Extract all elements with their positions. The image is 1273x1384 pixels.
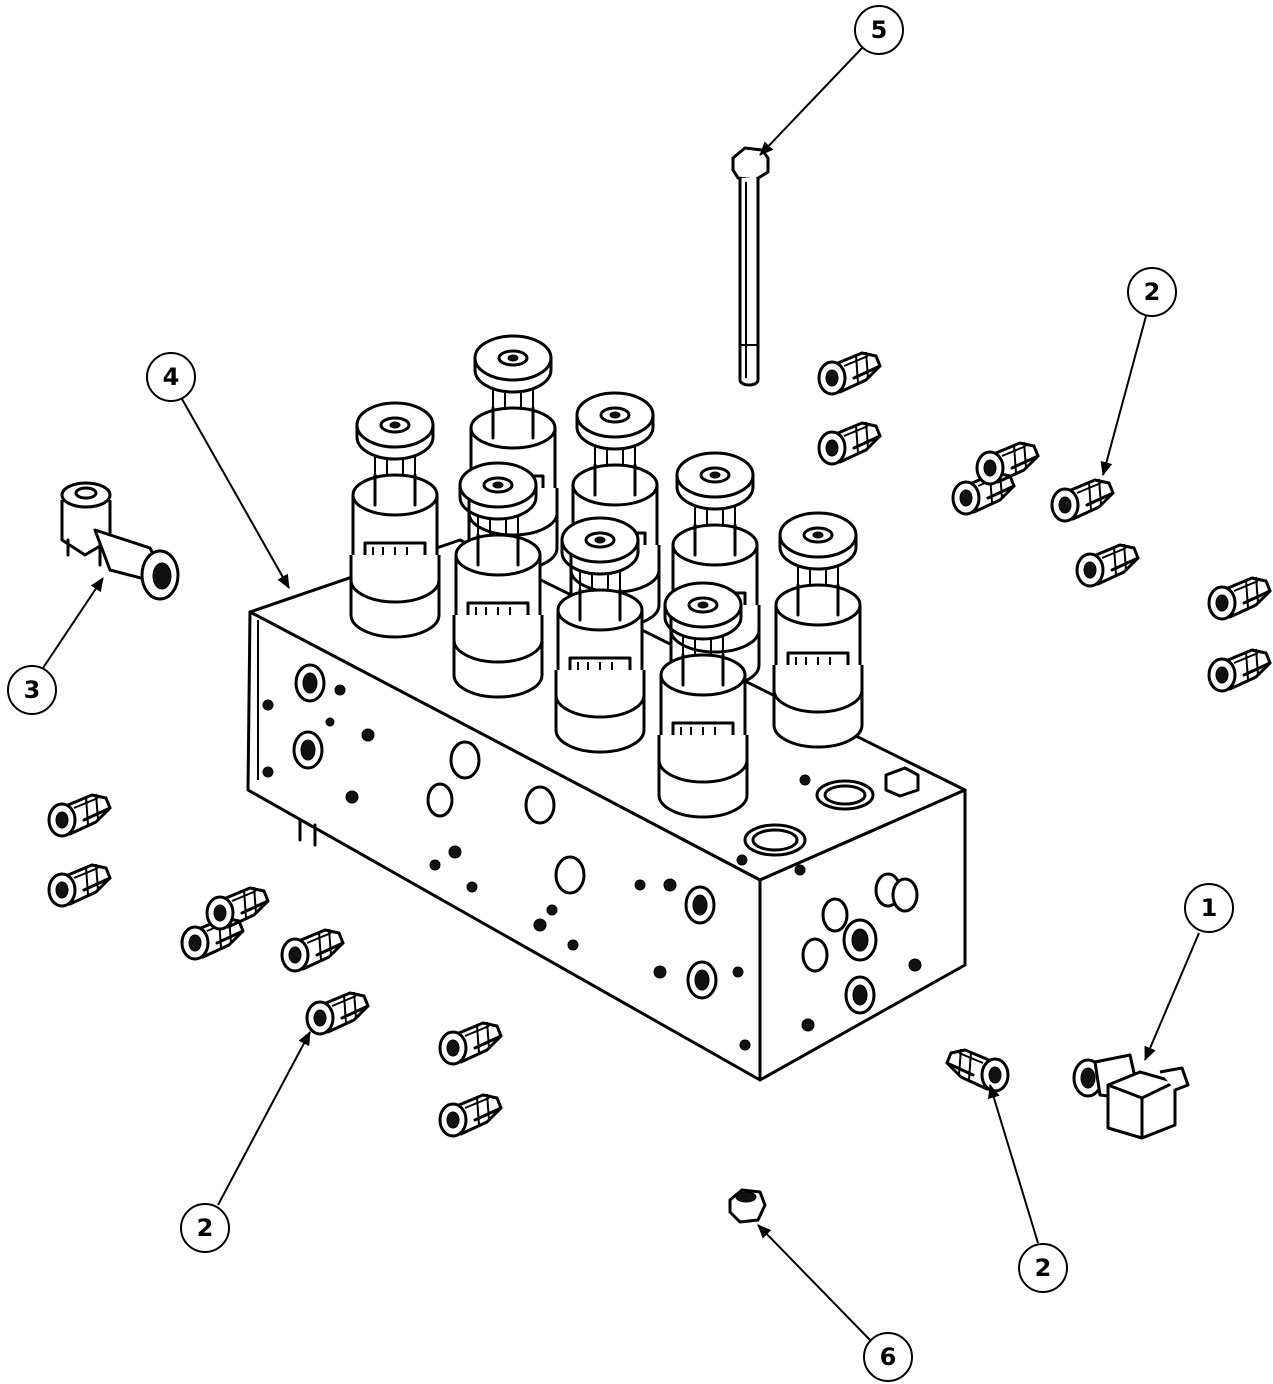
balloon-5: 5 [854,5,904,55]
valve-far-right [772,511,864,749]
balloon-2-label: 2 [1035,1254,1052,1282]
manifold-side-ports [794,864,922,1032]
balloon-2-top-right: 2 [1127,267,1177,317]
valve-mid-right [669,451,761,689]
leader-lines [42,47,1200,1341]
nut [728,1188,767,1224]
balloon-5-label: 5 [871,16,888,44]
valve-front-left [554,516,646,754]
balloon-6: 6 [863,1332,913,1382]
bolt [731,146,770,387]
balloon-2-label: 2 [1144,278,1161,306]
elbow-fitting-right [1072,1053,1190,1140]
manifold-ports [262,663,751,1051]
elbow-fitting-left [60,481,180,601]
balloon-4: 4 [146,352,196,402]
valve-back-left [349,401,441,639]
valve-mid-left [452,461,544,699]
balloon-2-bottom-right: 2 [1018,1243,1068,1293]
balloon-3-label: 3 [24,676,41,704]
balloon-6-label: 6 [880,1343,897,1371]
balloon-1-label: 1 [1201,894,1218,922]
balloon-3: 3 [7,665,57,715]
balloon-4-label: 4 [163,363,180,391]
balloon-2-label: 2 [197,1214,214,1242]
balloon-1: 1 [1184,883,1234,933]
balloon-2-bottom-left: 2 [180,1203,230,1253]
valve-front-center [657,581,749,819]
